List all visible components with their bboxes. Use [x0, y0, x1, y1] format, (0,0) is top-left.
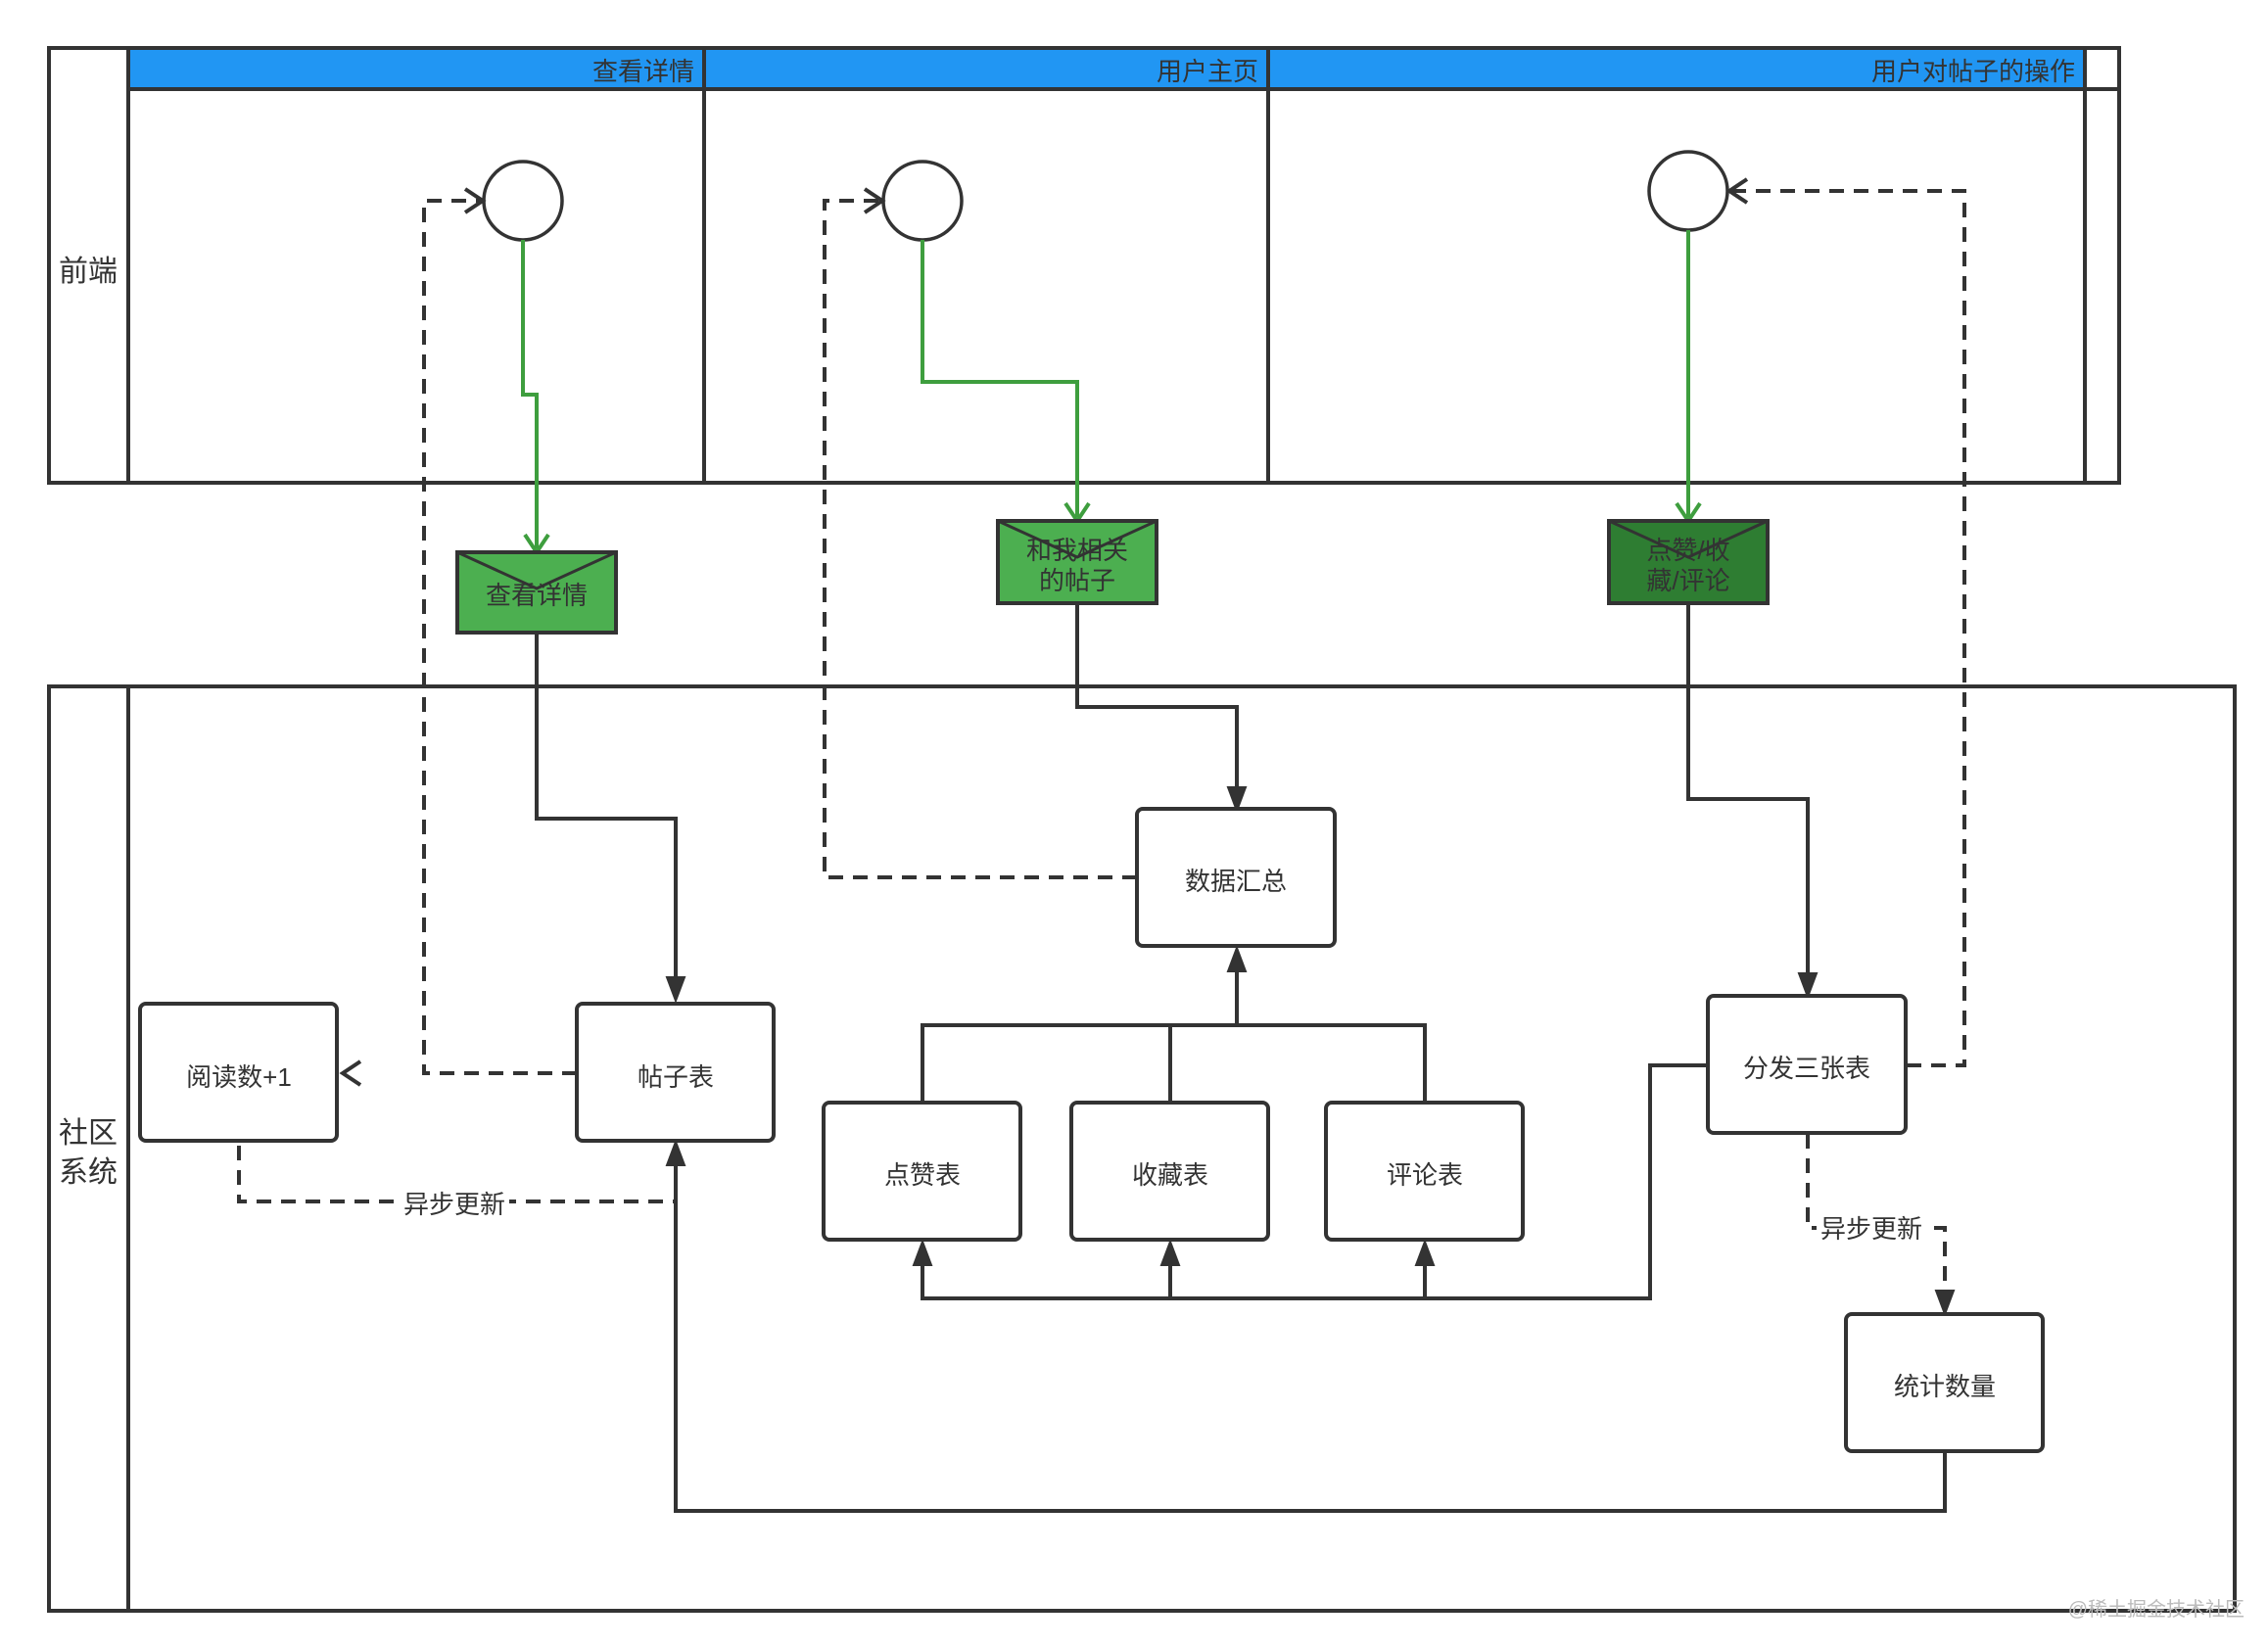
node-post-table: 帖子表 [575, 1002, 776, 1143]
node-post-table-box [575, 1002, 776, 1143]
arrowhead-post-table-top [665, 976, 686, 1004]
edge-label-bg-left [400, 1188, 509, 1219]
arrow-detail-start [463, 187, 487, 214]
message-action-label-line1: 点赞/收 [1646, 536, 1729, 565]
edge-label-async-update-right: 异步更新 [1820, 1214, 1922, 1244]
node-like-table: 点赞表 [822, 1101, 1022, 1242]
flow-start-to-msg-related [921, 240, 1079, 517]
node-distribute-tables-box [1706, 994, 1908, 1135]
node-data-summary-label: 数据汇总 [1185, 867, 1287, 896]
message-action-flap [1608, 519, 1769, 559]
arrowhead-summary-bottom [1226, 945, 1248, 972]
node-count-stats-label: 统计数量 [1894, 1372, 1996, 1401]
lane-detail-title: 查看详情 [592, 57, 694, 86]
node-data-summary-box [1135, 807, 1337, 948]
message-related-posts-label-line2: 的帖子 [1039, 566, 1115, 595]
start-event-operation [1647, 150, 1729, 232]
arrowhead-distribute-top [1797, 972, 1819, 1000]
flow-summary-to-homepage-start [823, 199, 1137, 879]
message-view-detail-flap [456, 550, 617, 590]
pool-frontend-label: 前端 [59, 256, 118, 288]
flow-msg-action-to-distribute [1686, 603, 1810, 983]
edge-label-bg-right [1817, 1213, 1926, 1245]
arrowhead-favorite-table [1159, 1239, 1181, 1266]
arrowhead-post-table-bottom [665, 1139, 686, 1166]
node-comment-table: 评论表 [1324, 1101, 1525, 1242]
flow-distribute-to-tables [921, 1063, 1708, 1300]
pool-frontend: 前端 查看详情 用户主页 用户对帖子的操作 [47, 46, 2121, 485]
flow-count-to-post-table [674, 1155, 1947, 1513]
lane-homepage-title: 用户主页 [1157, 57, 1258, 86]
lane-operation-title: 用户对帖子的操作 [1871, 57, 2075, 86]
arrowhead-like-table [912, 1239, 933, 1266]
pool-frontend-frame [47, 46, 2121, 485]
lane-extra-header [2083, 46, 2121, 91]
node-favorite-table: 收藏表 [1069, 1101, 1270, 1242]
message-view-detail: 查看详情 [455, 550, 618, 635]
node-distribute-tables: 分发三张表 [1706, 994, 1908, 1135]
node-post-table-label: 帖子表 [638, 1062, 714, 1092]
message-action-label-line2: 藏/评论 [1646, 566, 1729, 595]
message-related-posts-body [996, 519, 1158, 605]
node-data-summary: 数据汇总 [1135, 807, 1337, 948]
flow-msg-detail-to-post-table [535, 633, 678, 987]
green-flows [521, 230, 1702, 556]
dashed-flows [237, 177, 1966, 1317]
flow-distribute-to-operation-start [1732, 189, 1966, 1067]
node-count-stats: 统计数量 [1844, 1312, 2045, 1453]
arrowhead-count-stats [1934, 1290, 1956, 1317]
node-distribute-tables-label: 分发三张表 [1743, 1054, 1870, 1083]
node-like-table-box [822, 1101, 1022, 1242]
node-read-count: 阅读数+1 [138, 1002, 339, 1143]
flow-msg-related-to-summary [1075, 603, 1239, 797]
pool-system-label-line2: 系统 [59, 1156, 118, 1189]
arrowhead-comment-table [1414, 1239, 1436, 1266]
pool-system: 社区 系统 [47, 684, 2237, 1613]
node-favorite-table-box [1069, 1101, 1270, 1242]
edge-label-async-update-left: 异步更新 [403, 1190, 505, 1219]
pool-system-label-line1: 社区 [59, 1117, 118, 1150]
node-comment-table-box [1324, 1101, 1525, 1242]
flow-start-to-msg-detail [521, 240, 539, 548]
message-action: 点赞/收 藏/评论 [1607, 519, 1770, 605]
flow-post-table-to-detail-start [422, 199, 577, 1075]
arrowhead-summary-top [1226, 786, 1248, 814]
node-count-stats-box [1844, 1312, 2045, 1453]
arrow-read-count [339, 1059, 362, 1087]
node-comment-table-label: 评论表 [1387, 1160, 1463, 1190]
solid-flows [535, 603, 1947, 1513]
message-related-posts-label-line1: 和我相关 [1026, 536, 1128, 565]
node-read-count-box [138, 1002, 339, 1143]
message-related-posts: 和我相关 的帖子 [996, 519, 1158, 605]
watermark-text: @稀土掘金技术社区 [2068, 1598, 2244, 1621]
start-event-detail [482, 160, 564, 242]
pool-system-frame [47, 684, 2237, 1613]
start-event-homepage [881, 160, 964, 242]
message-related-posts-flap [997, 519, 1158, 559]
node-read-count-label: 阅读数+1 [186, 1062, 292, 1092]
node-like-table-label: 点赞表 [884, 1160, 961, 1190]
arrow-homepage-start [863, 187, 886, 214]
flow-read-count-async-update [237, 1146, 676, 1203]
node-favorite-table-label: 收藏表 [1132, 1160, 1208, 1190]
flow-tables-merge [921, 1023, 1427, 1103]
message-view-detail-label: 查看详情 [486, 581, 588, 610]
arrow-operation-start [1725, 177, 1749, 205]
